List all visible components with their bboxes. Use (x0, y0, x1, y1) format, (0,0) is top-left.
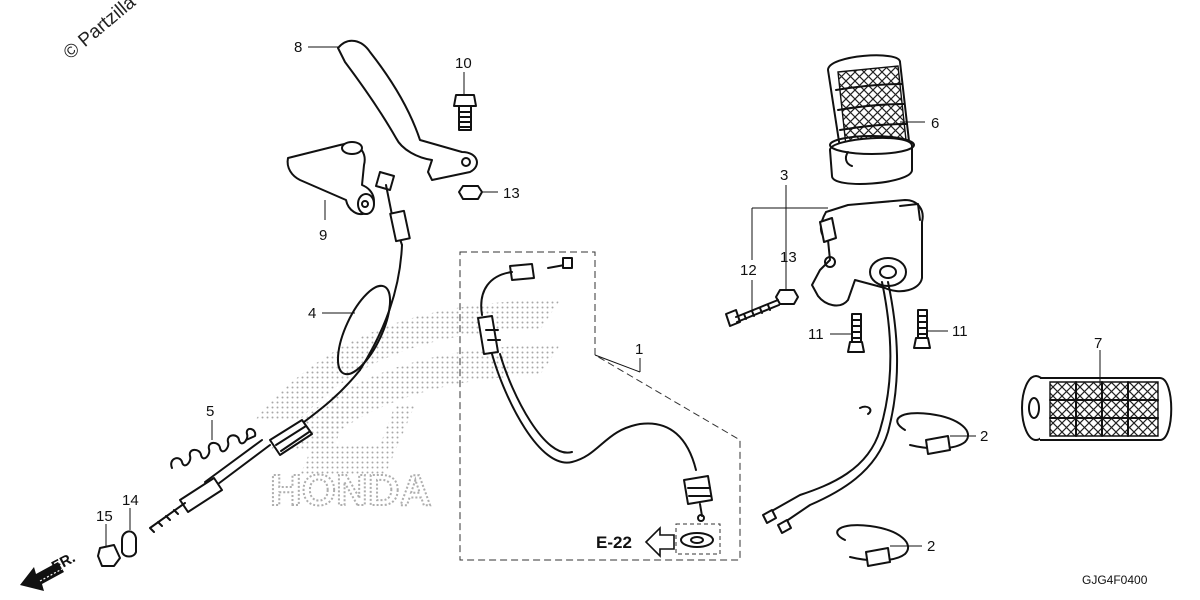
callout-1: 1 (635, 341, 643, 358)
washer (675, 523, 721, 555)
callout-13-left: 13 (503, 185, 520, 202)
grip-part-7 (1021, 375, 1173, 441)
throttle-grip-part-6 (827, 54, 915, 185)
screw-part-12 (725, 299, 780, 327)
diagram-code: GJG4F0400 (1082, 573, 1148, 587)
callout-7: 7 (1094, 335, 1102, 352)
nut-part-15 (97, 544, 121, 567)
reference-label: E-22 (596, 533, 632, 552)
spring-part-5 (170, 428, 257, 469)
brake-cable-part-4 (149, 171, 411, 533)
callout-numbers: 8 10 13 9 4 5 1 6 3 12 13 11 11 7 2 2 14… (96, 39, 1102, 555)
callout-2-lower: 2 (927, 538, 935, 555)
screw-part-11-left (847, 313, 865, 353)
throttle-housing-part-3 (811, 199, 924, 307)
pivot-bolt-part-10 (453, 94, 477, 131)
nut-part-13-left (458, 185, 483, 200)
reference-arrow-e22[interactable]: E-22 (596, 526, 675, 558)
leader-lines (105, 46, 1101, 547)
callout-11-left: 11 (808, 326, 824, 343)
honda-logo-watermark: HONDA (255, 300, 560, 516)
callout-5: 5 (206, 403, 214, 420)
nut-part-13-right (775, 289, 799, 305)
callout-6: 6 (931, 115, 939, 132)
switch-wires (762, 281, 899, 534)
callout-3: 3 (780, 167, 788, 184)
callout-14: 14 (122, 492, 139, 509)
throttle-cable-part-1 (477, 257, 713, 522)
callout-4: 4 (308, 305, 316, 322)
callout-2-upper: 2 (980, 428, 988, 445)
watermark-text: © Partzilla (60, 0, 140, 64)
callout-15: 15 (96, 508, 113, 525)
callout-12: 12 (740, 262, 757, 279)
screw-part-11-right (913, 309, 931, 349)
callout-9: 9 (319, 227, 327, 244)
joint-pin-part-14 (121, 530, 137, 558)
band-part-2-lower (836, 524, 910, 567)
lever-holder-part-9 (286, 141, 375, 216)
brake-lever-part-8 (337, 39, 478, 181)
callout-8: 8 (294, 39, 302, 56)
callout-11-right: 11 (952, 323, 968, 340)
callout-13-right: 13 (780, 249, 797, 266)
assembly-boundary (459, 251, 741, 561)
band-part-2-upper (896, 412, 970, 455)
front-direction-arrow: FR. (20, 549, 78, 591)
honda-logo-text: HONDA (270, 466, 431, 515)
callout-10: 10 (455, 55, 472, 72)
